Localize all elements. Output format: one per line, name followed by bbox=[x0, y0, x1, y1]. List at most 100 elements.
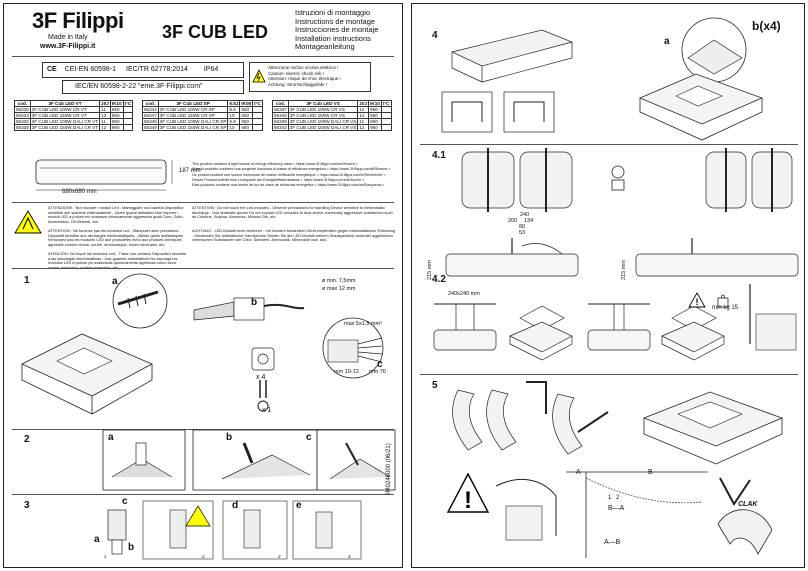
step-41-top-view-a bbox=[461, 148, 573, 212]
step-4-bracket bbox=[441, 29, 574, 133]
step-1a-detail bbox=[112, 273, 168, 329]
right-page: 4 a b(x4) 4.1 240 200 134 80 bbox=[411, 3, 805, 568]
divider bbox=[420, 374, 798, 375]
esd-de: ACHTUNG : LED-Module nicht berühren - mi… bbox=[192, 228, 396, 243]
cell: 56330 bbox=[14, 106, 31, 113]
norm-3: IEC/EN 60598-2-22 "eme.3F-Filippi.com" bbox=[75, 83, 203, 90]
energy-text: This product contains a light source of … bbox=[192, 162, 400, 188]
step-2c-image bbox=[316, 429, 396, 491]
label-3c: c bbox=[122, 496, 128, 507]
step-4-luminaire bbox=[638, 73, 764, 141]
warning-it: Attenzione rischio scossa elettrica ! bbox=[268, 65, 339, 70]
col-ik: IK10 bbox=[368, 100, 382, 107]
divider bbox=[12, 494, 394, 495]
label-3d: d bbox=[232, 500, 239, 511]
label-A: A bbox=[576, 469, 581, 476]
height-215-b: 215 mm bbox=[621, 260, 627, 280]
min-weight: min kg 15 bbox=[712, 305, 739, 311]
label-2a: a bbox=[108, 432, 114, 443]
step-41-side-b bbox=[635, 238, 799, 277]
step-41-label: 4.1 bbox=[432, 150, 446, 161]
cell: 56347 bbox=[142, 112, 159, 119]
label-c: c bbox=[377, 359, 383, 370]
label-AB: A—B bbox=[604, 539, 621, 546]
fixing-parts bbox=[251, 347, 275, 412]
strip-length: mm 10-12 bbox=[334, 369, 359, 375]
frame-num-1: 1 bbox=[104, 554, 107, 559]
wire-size: max 5x1,5 mm² bbox=[344, 321, 382, 327]
cell: 3F CUB LED 100W DALI CR SP bbox=[157, 118, 229, 125]
left-page: 3F Filippi Made in Italy www.3F-Filippi.… bbox=[3, 3, 403, 568]
hardware-icon bbox=[611, 165, 625, 191]
step-42-luminaire-1 bbox=[433, 303, 497, 351]
instruction-it: Istruzioni di montaggio bbox=[295, 8, 371, 17]
cell: 56333 bbox=[14, 112, 31, 119]
doc-number: IM0246000 (06/21) bbox=[386, 443, 393, 494]
divider bbox=[12, 56, 394, 57]
weight-icon bbox=[717, 294, 729, 308]
cell: 3F CUB LED 100W DALI CR VS bbox=[287, 118, 359, 125]
col-j: 6.5J bbox=[227, 100, 241, 107]
doc-code: IM0246000 bbox=[386, 463, 392, 494]
energy-fr: Ce produit contient une source lumineuse… bbox=[192, 172, 386, 177]
cell: 3F CUB LED 100W DALI CR VT bbox=[29, 118, 101, 125]
norm-1: CEI-EN 60598-1 bbox=[64, 66, 117, 73]
step-42-label: 4.2 bbox=[432, 274, 446, 285]
cell: 650 bbox=[239, 124, 254, 131]
step-2a-image bbox=[102, 429, 186, 491]
esd-en: ATTENTION : Do not touch the Led modules… bbox=[192, 205, 393, 220]
step-41-top-view-b bbox=[705, 148, 793, 212]
label-3e: e bbox=[296, 500, 302, 511]
svg-text:!: ! bbox=[464, 487, 472, 514]
step-5-clip-1 bbox=[452, 389, 517, 451]
cell: 56332 bbox=[14, 118, 31, 125]
cell: 56344 bbox=[142, 106, 159, 113]
luminaire-side-view bbox=[35, 159, 173, 191]
energy-de: Dieses Produkt enthält eine Lichtquelle … bbox=[192, 177, 365, 182]
cell: 3F CUB LED 150W DALI CR SP bbox=[157, 124, 229, 131]
instruction-es: Instrucciones de montaje bbox=[295, 25, 379, 34]
cable-max: ø max 12 mm bbox=[322, 286, 356, 292]
cell: 960 bbox=[368, 124, 382, 131]
label-bx4: b(x4) bbox=[752, 19, 781, 33]
warning-triangle-icon: ! bbox=[688, 292, 706, 308]
ip-rating: IP64 bbox=[203, 66, 219, 73]
frame-num-3: 3 bbox=[278, 554, 281, 559]
step-5-luminaire bbox=[642, 391, 784, 465]
label-b: b bbox=[251, 297, 258, 308]
label-3b: b bbox=[128, 542, 135, 553]
esd-fr: ATTENTION : Ne touchez pas les modules L… bbox=[48, 228, 183, 247]
dim-134: 134 bbox=[524, 218, 534, 224]
step-42-hook bbox=[749, 284, 797, 351]
brand-url: www.3F-Filippi.it bbox=[40, 43, 96, 50]
step-1-label: 1 bbox=[24, 275, 30, 286]
clak-label: CLAK bbox=[738, 501, 758, 508]
cell: 960 bbox=[109, 124, 124, 131]
col-j: 20J bbox=[357, 100, 370, 107]
instructions-list: Istruzioni di montaggio Instructions de … bbox=[295, 8, 379, 52]
qty-x1: x 1 bbox=[262, 407, 272, 414]
warning-fr: Attention: risque de choc électrique ! bbox=[268, 76, 341, 81]
brand-logo: 3F Filippi bbox=[32, 8, 124, 33]
step-5-section bbox=[566, 471, 708, 558]
esd-warning-icon bbox=[14, 210, 42, 234]
wiring-detail bbox=[322, 317, 384, 379]
step-4-label: 4 bbox=[432, 30, 438, 41]
cell: 12 bbox=[99, 124, 111, 131]
label-n1: 1 bbox=[608, 495, 612, 501]
divider bbox=[420, 144, 798, 145]
dim-240x240: 240x240 mm bbox=[448, 291, 480, 297]
label-B: B bbox=[648, 469, 653, 476]
cell: 56342 bbox=[272, 124, 289, 131]
col-ik: IK08 bbox=[239, 100, 254, 107]
cell: 10 bbox=[227, 124, 241, 131]
